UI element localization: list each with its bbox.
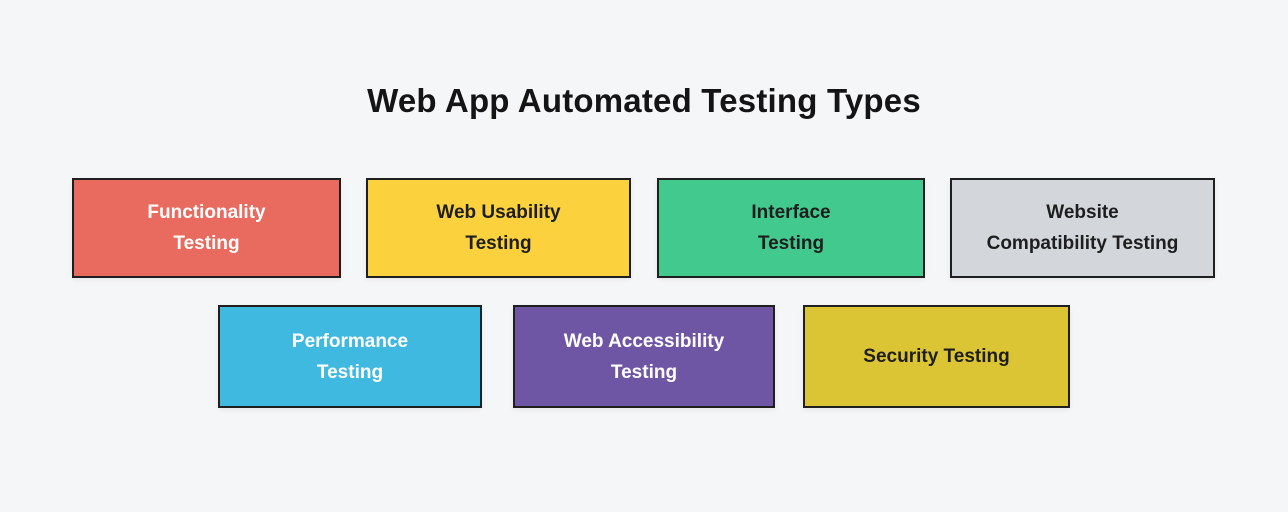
type-box-interface-testing: Interface Testing [657, 178, 925, 278]
type-box-web-accessibility-testing: Web Accessibility Testing [513, 305, 775, 408]
type-box-functionality-testing: Functionality Testing [72, 178, 341, 278]
type-box-performance-testing: Performance Testing [218, 305, 482, 408]
type-box-web-usability-testing: Web Usability Testing [366, 178, 631, 278]
type-box-security-testing: Security Testing [803, 305, 1070, 408]
type-box-website-compatibility-testing: Website Compatibility Testing [950, 178, 1215, 278]
page-title: Web App Automated Testing Types [367, 82, 921, 119]
